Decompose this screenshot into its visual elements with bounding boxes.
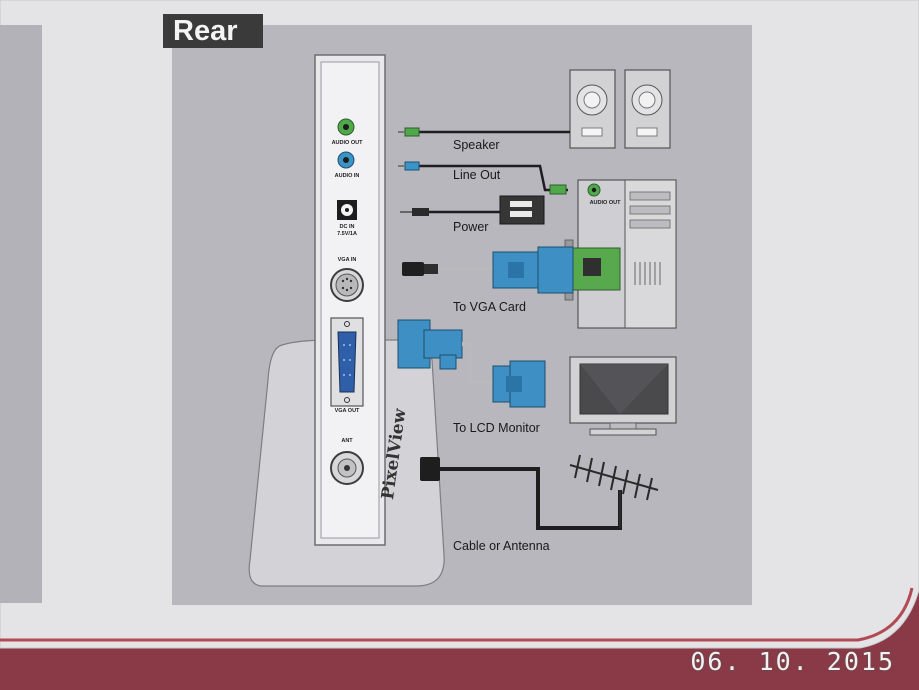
speaker-label: Speaker: [453, 138, 500, 152]
antenna-label: Cable or Antenna: [453, 539, 550, 553]
vga-out-port-label: VGA OUT: [334, 408, 360, 414]
audio-out-port-label: AUDIO OUT: [331, 140, 363, 146]
date-stamp: 06. 10. 2015: [690, 647, 895, 676]
pc-audio-out-label: AUDIO OUT: [589, 200, 621, 206]
dc-in-port-label: DC IN: [339, 224, 355, 230]
vga-in-port-label: VGA IN: [337, 257, 357, 263]
section-title: Rear: [163, 14, 263, 48]
dc-in-rating-label: 7.5V/1A: [337, 231, 357, 237]
ant-port-label: ANT: [341, 438, 353, 444]
lcd-monitor-label: To LCD Monitor: [453, 421, 540, 435]
line-out-label: Line Out: [453, 168, 501, 182]
vga-card-label: To VGA Card: [453, 300, 526, 314]
power-label: Power: [453, 220, 489, 234]
audio-in-port-label: AUDIO IN: [334, 173, 360, 179]
